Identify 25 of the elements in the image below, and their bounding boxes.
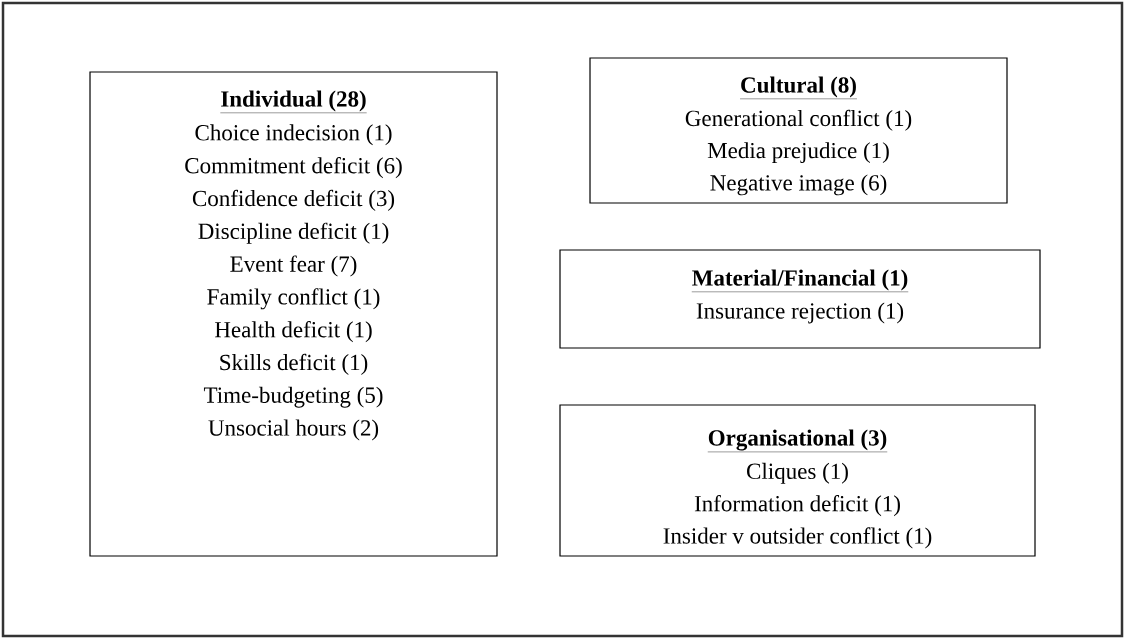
list-item: Commitment deficit (6) [185,157,402,179]
list-item: Media prejudice (1) [707,142,889,163]
list-item: Insider v outsider conflict (1) [663,527,932,549]
list-item: Discipline deficit (1) [198,222,389,244]
list-item: Time-budgeting (5) [203,386,383,408]
category-box [589,57,1008,204]
category-box [559,404,1036,557]
list-item: Insurance rejection (1) [696,302,904,324]
category-heading: Material/Financial (1) [691,269,909,292]
list-item: Skills deficit (1) [220,353,368,375]
list-item: Generational conflict (1) [685,109,912,131]
category-box [559,249,1041,349]
list-item: Confidence deficit (3) [192,189,395,211]
list-item: Information deficit (1) [694,495,900,517]
list-item: Health deficit (1) [215,321,372,343]
category-heading: Cultural (8) [739,76,858,99]
list-item: Negative image (6) [710,174,887,196]
list-item: Choice indecision (1) [195,124,392,146]
list-item: Unsocial hours (2) [208,419,379,441]
category-heading: Individual (28) [220,90,367,113]
list-item: Family conflict (1) [207,288,380,310]
category-box [89,71,498,557]
category-heading: Organisational (3) [707,429,888,453]
list-item: Event fear (7) [230,255,357,277]
list-item: Cliques (1) [747,462,848,484]
